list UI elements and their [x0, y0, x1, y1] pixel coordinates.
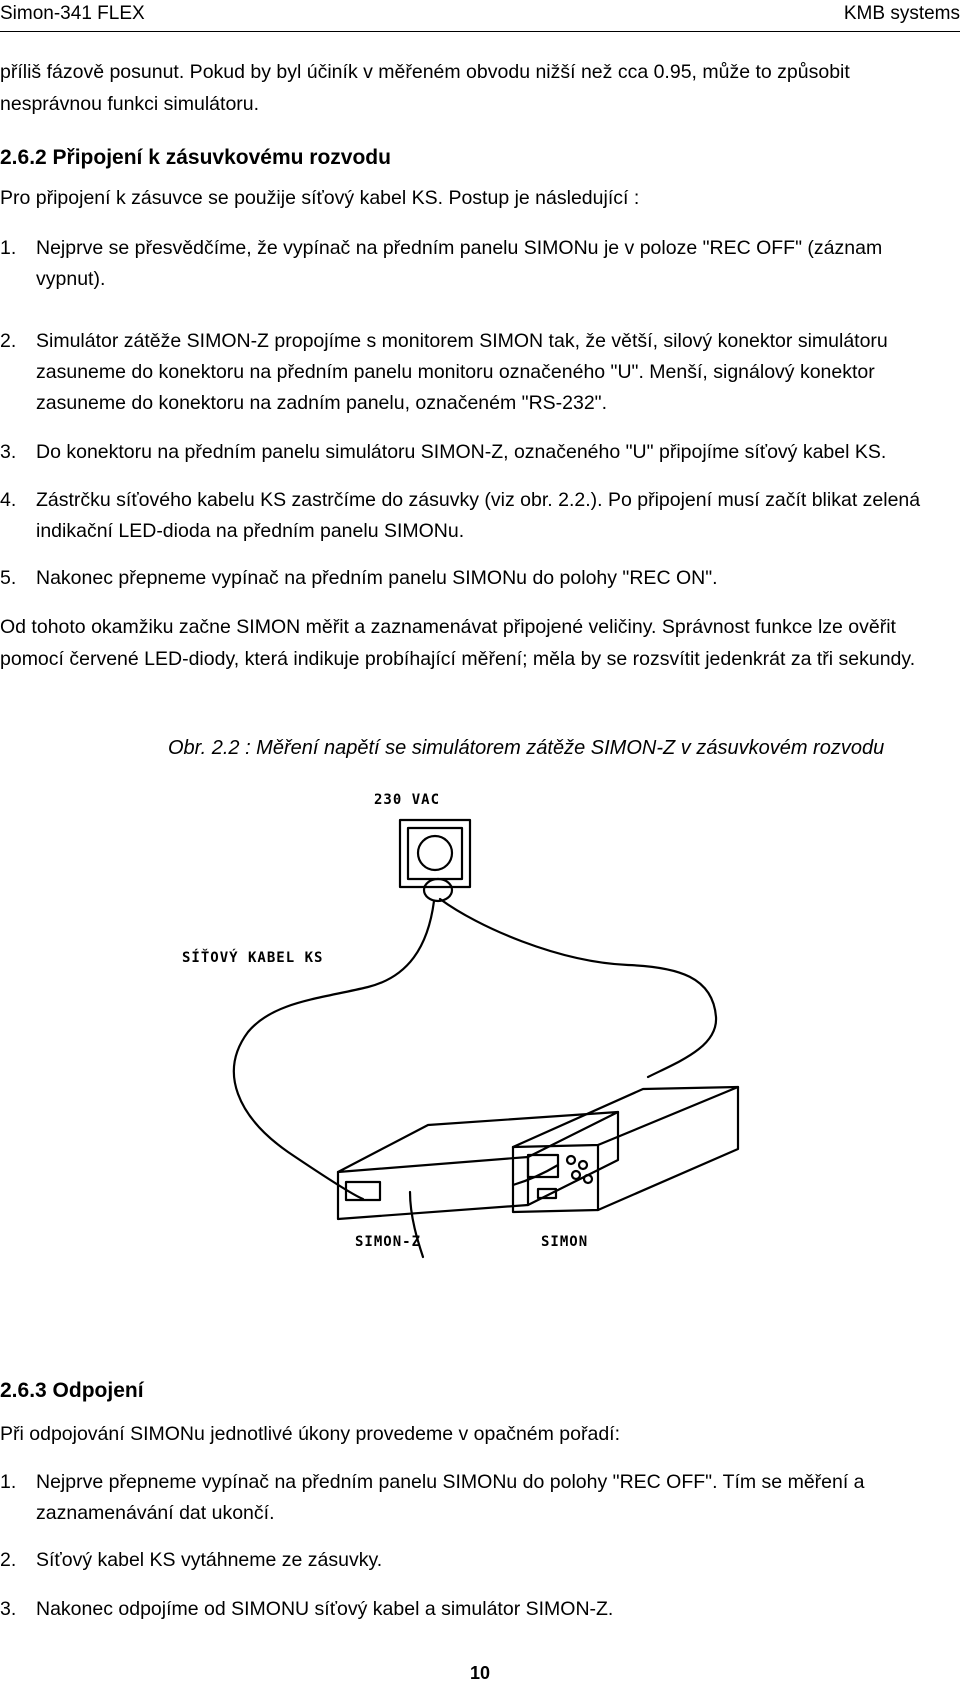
wall-socket-plate: [398, 818, 472, 889]
page-number: 10: [469, 1663, 491, 1683]
simon-small-connector: [536, 1187, 558, 1200]
step-number: 1.: [0, 237, 17, 259]
step-text: Simulátor zátěže SIMON-Z propojíme s mon…: [36, 330, 888, 414]
step-text: Nejprve se přesvědčíme, že vypínač na př…: [36, 237, 883, 290]
step-text: Zástrčku síťového kabelu KS zastrčíme do…: [36, 489, 921, 542]
power-cable: [232, 899, 436, 1201]
label-simon-z: SIMON-Z: [355, 1234, 422, 1250]
simonz-box-side: [526, 1110, 620, 1207]
step-number: 2.: [0, 1549, 17, 1571]
header-title: Simon-341 FLEX: [0, 3, 145, 24]
step-text: Síťový kabel KS vytáhneme ze zásuvky.: [36, 1549, 383, 1571]
simonz-to-simon-lead: [511, 1163, 560, 1187]
signal-cable: [438, 897, 718, 1079]
plug: [422, 877, 454, 903]
step-number: 4.: [0, 489, 17, 511]
step-text: Nakonec přepneme vypínač na předním pane…: [36, 567, 718, 589]
step-number: 3.: [0, 441, 17, 463]
simon-led: [570, 1169, 582, 1181]
socket-outlet: [416, 834, 454, 872]
simonz-connector: [344, 1180, 382, 1202]
header-rule: [0, 31, 960, 32]
step-text: Nejprve přepneme vypínač na předním pane…: [36, 1471, 865, 1524]
simonz-cable-to-simon: [408, 1190, 425, 1259]
simon-led: [582, 1173, 594, 1185]
label-network-cable: SÍŤOVÝ KABEL KS: [182, 950, 324, 966]
step-number: 3.: [0, 1598, 17, 1620]
step-text: Do konektoru na předním panelu simulátor…: [36, 441, 887, 463]
simonz-box-front: [336, 1155, 530, 1221]
section-2-6-3-heading: 2.6.3 Odpojení: [0, 1379, 144, 1402]
label-simon: SIMON: [541, 1234, 589, 1250]
intro-paragraph: příliš fázově posunut. Pokud by byl účin…: [0, 61, 850, 115]
after-paragraph: Od tohoto okamžiku začne SIMON měřit a z…: [0, 616, 916, 670]
figure-connection-diagram: 230 VAC SÍŤOVÝ KABEL KS SIMON-Z SIMON: [178, 787, 758, 1267]
header-company: KMB systems: [843, 3, 960, 24]
simon-led: [565, 1154, 577, 1166]
label-230vac: 230 VAC: [374, 792, 441, 808]
section-2-6-3-lead: Při odpojování SIMONu jednotlivé úkony p…: [0, 1423, 621, 1445]
section-2-6-2-heading: 2.6.2 Připojení k zásuvkovému rozvodu: [0, 146, 391, 169]
step-number: 2.: [0, 330, 17, 352]
simon-box-front: [511, 1143, 600, 1214]
step-number: 1.: [0, 1471, 17, 1493]
figure-caption: Obr. 2.2 : Měření napětí se simulátorem …: [168, 737, 885, 759]
section-2-6-2-lead: Pro připojení k zásuvce se použije síťov…: [0, 187, 640, 209]
simonz-box-top: [336, 1110, 620, 1174]
simon-box-side: [596, 1085, 740, 1212]
step-text: Nakonec odpojíme od SIMONU síťový kabel …: [36, 1598, 614, 1620]
step-number: 5.: [0, 567, 17, 589]
connection-diagram-drawing: [232, 818, 740, 1259]
simon-led: [577, 1159, 589, 1171]
